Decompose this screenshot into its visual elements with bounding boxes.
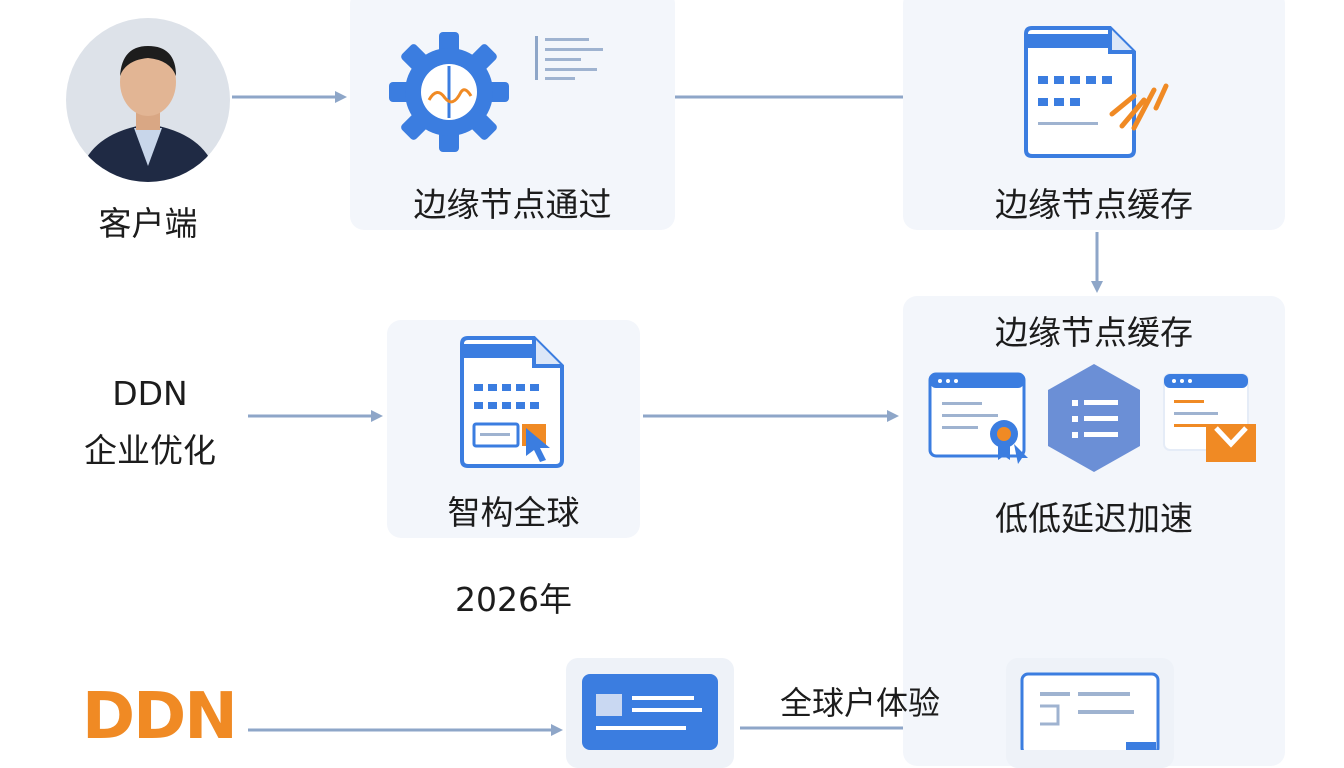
low-latency-label: 低低延迟加速 xyxy=(995,499,1193,538)
edge-pass-card xyxy=(350,0,675,230)
edge-pass-label: 边缘节点通过 xyxy=(413,185,612,224)
edge-cache-label: 边缘节点缓存 xyxy=(995,185,1193,224)
log-lines-icon xyxy=(535,34,607,84)
ddn-logo: DDN xyxy=(82,680,238,754)
browser-shield-icon xyxy=(1162,372,1260,468)
bottom-doc-card xyxy=(1006,658,1174,768)
ddn-text: DDN xyxy=(112,374,188,413)
browser-certificate-icon xyxy=(928,372,1032,466)
document-click-icon xyxy=(458,336,570,474)
gear-icon xyxy=(387,30,511,154)
hexagon-list-icon xyxy=(1046,362,1142,474)
edge-cache-accel-title: 边缘节点缓存 xyxy=(995,313,1193,352)
enterprise-optimize-text: 企业优化 xyxy=(84,431,216,470)
global-experience-label: 全球户体验 xyxy=(779,684,940,722)
year-label: 2026年 xyxy=(455,580,572,619)
smart-global-label: 智构全球 xyxy=(447,493,580,532)
document-edit-icon xyxy=(1022,26,1182,158)
client-label: 客户端 xyxy=(98,204,198,243)
client-avatar xyxy=(64,16,232,184)
bottom-screen-card xyxy=(566,658,734,768)
